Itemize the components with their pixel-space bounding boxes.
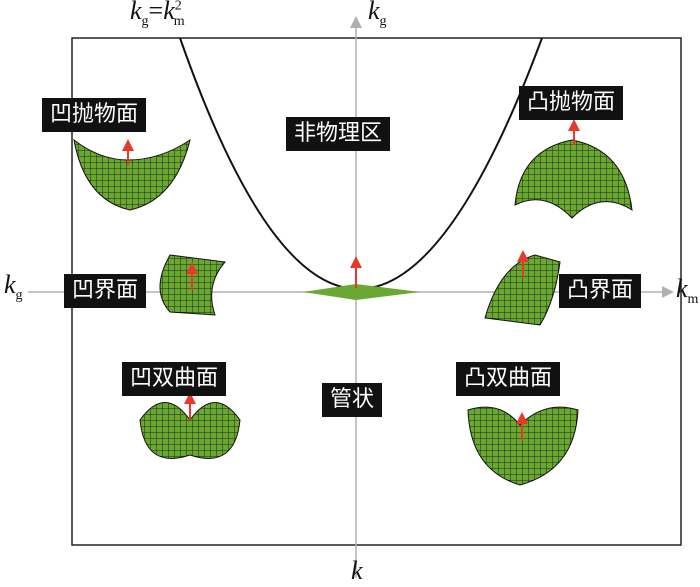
flat-surface: [303, 284, 420, 300]
label-convex-interface: 凸界面: [559, 274, 642, 308]
axis-label-right: km: [676, 274, 699, 308]
convex-hyperboloid-shape: [467, 406, 579, 486]
label-concave-hyperboloid: 凹双曲面: [122, 362, 227, 396]
label-convex-paraboloid: 凸抛物面: [519, 86, 624, 120]
label-convex-hyperboloid: 凸双曲面: [456, 362, 561, 396]
axis-label-left: kg: [4, 270, 23, 304]
concave-paraboloid-shape: [73, 138, 191, 211]
axis-label-top: kg: [368, 0, 387, 30]
axis-label-bottom: k: [351, 556, 363, 585]
convex-interface-shape: [484, 254, 561, 326]
label-tubular: 管状: [322, 383, 383, 417]
label-unphysical-region: 非物理区: [286, 117, 391, 151]
curve-equation-label: kg=k2m: [130, 0, 185, 30]
convex-paraboloid-shape: [514, 139, 633, 219]
label-concave-paraboloid: 凹抛物面: [42, 98, 147, 132]
parabola-curve: [179, 37, 543, 290]
label-concave-interface: 凹界面: [64, 274, 147, 308]
concave-hyperboloid-shape: [139, 402, 241, 459]
